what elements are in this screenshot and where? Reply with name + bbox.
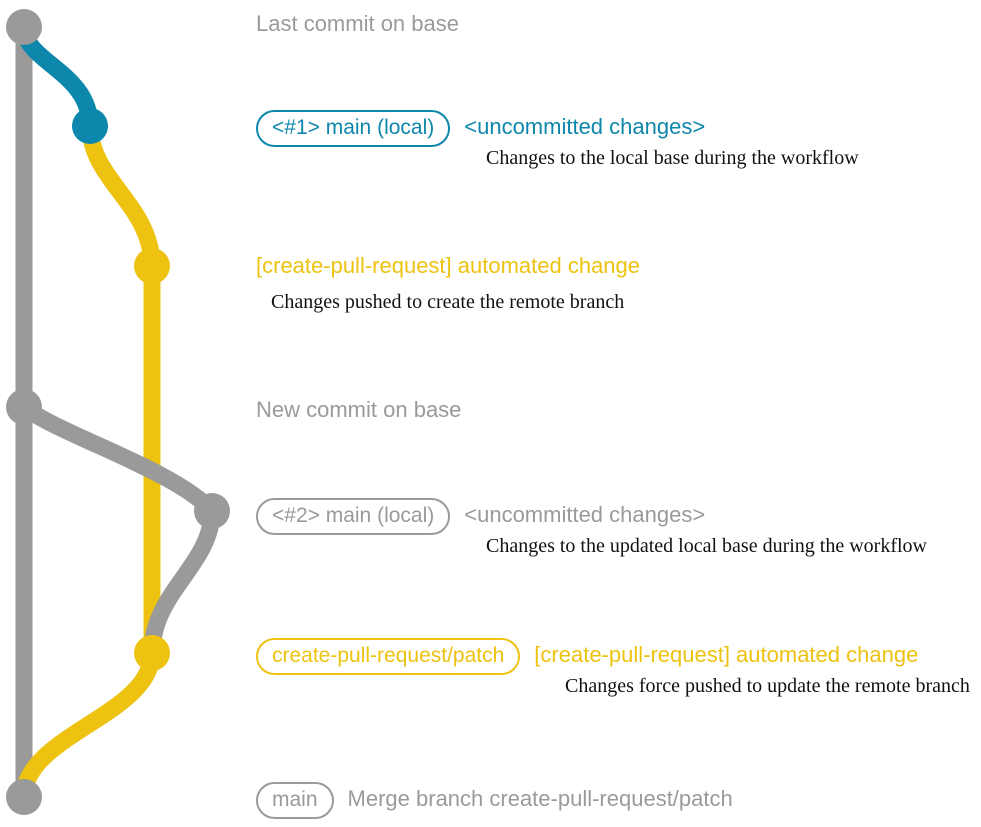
commit-description-local-1: Changes to the local base during the wor…: [486, 147, 859, 169]
branch-badge-main-local-2[interactable]: <#2> main (local): [256, 498, 451, 535]
edge-base-to-local-2: [15, 398, 221, 520]
edge-local-1-to-patch-1: [81, 117, 161, 275]
edge-local-2-to-patch-2: [143, 502, 221, 662]
branch-badge-main-local-1[interactable]: <#1> main (local): [256, 110, 451, 147]
commit-row-new-commit-on-base: New commit on base: [256, 399, 461, 421]
node-base-new[interactable]: [6, 389, 42, 425]
commit-subject: Merge branch create-pull-request/patch: [347, 786, 733, 811]
commit-row-automated-change-2: create-pull-request/patch [create-pull-r…: [256, 638, 918, 675]
commit-subject: [create-pull-request] automated change: [534, 642, 919, 667]
node-base-top[interactable]: [6, 9, 42, 45]
branch-badge-create-pull-request-patch[interactable]: create-pull-request/patch: [256, 638, 521, 675]
branch-badge-main[interactable]: main: [256, 782, 334, 819]
node-local-2[interactable]: [194, 493, 230, 529]
commit-row-local-1: <#1> main (local) <uncommitted changes>: [256, 110, 705, 147]
commit-description-local-2: Changes to the updated local base during…: [486, 535, 927, 557]
commit-subject: New commit on base: [256, 397, 462, 422]
commit-row-merge-commit: main Merge branch create-pull-request/pa…: [256, 782, 733, 819]
node-merge[interactable]: [6, 779, 42, 815]
commit-subject: Last commit on base: [256, 11, 459, 36]
commit-subject: [create-pull-request] automated change: [256, 253, 641, 278]
node-local-1[interactable]: [72, 108, 108, 144]
edge-patch-2-to-merge: [15, 644, 161, 806]
commit-row-last-commit-on-base: Last commit on base: [256, 13, 459, 35]
commit-description-automated-change-2: Changes force pushed to update the remot…: [565, 675, 970, 697]
commit-row-automated-change-1: [create-pull-request] automated change: [256, 255, 640, 277]
node-patch-1[interactable]: [134, 248, 170, 284]
commit-subject: <uncommitted changes>: [464, 114, 706, 139]
commit-subject: <uncommitted changes>: [464, 502, 706, 527]
commit-row-local-2: <#2> main (local) <uncommitted changes>: [256, 498, 705, 535]
node-patch-2[interactable]: [134, 635, 170, 671]
commit-description-automated-change-1: Changes pushed to create the remote bran…: [271, 291, 625, 313]
